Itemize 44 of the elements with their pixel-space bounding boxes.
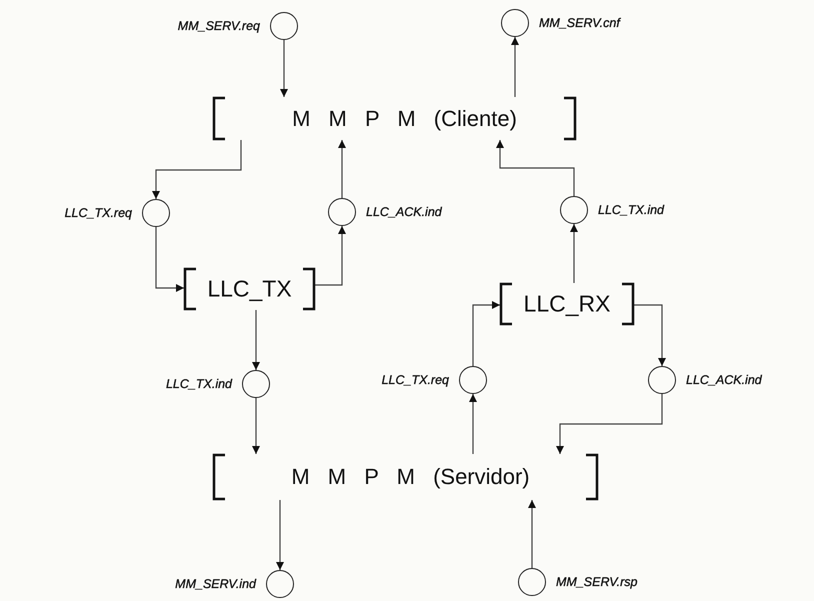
process-label: LLC_TX	[206, 276, 293, 302]
signal-label: LLC_TX.ind	[598, 203, 664, 217]
signal-label: LLC_ACK.ind	[686, 373, 762, 387]
arrow	[155, 227, 184, 292]
process-label: M M P M (Cliente)	[291, 106, 518, 132]
circle-node	[518, 568, 546, 596]
bracket-node	[184, 268, 315, 310]
circle-node	[270, 12, 298, 40]
circle-node	[459, 366, 487, 394]
arrow	[472, 301, 500, 366]
signal-label: LLC_TX.req	[382, 373, 449, 387]
signal-label: MM_SERV.cnf	[539, 16, 620, 30]
bracket-node	[500, 283, 634, 325]
signal-label: MM_SERV.req	[178, 19, 260, 33]
signal-label: LLC_ACK.ind	[366, 205, 442, 219]
arrow	[556, 394, 663, 454]
arrow	[511, 37, 519, 97]
circle-node	[242, 370, 270, 398]
arrow	[570, 224, 578, 283]
process-label: LLC_RX	[522, 290, 612, 318]
circle-node	[501, 9, 529, 37]
arrow	[252, 310, 260, 370]
arrow	[280, 40, 288, 97]
arrow	[496, 140, 575, 196]
circle-node	[560, 196, 588, 224]
arrow	[315, 226, 346, 286]
bracket-node	[213, 97, 576, 140]
arrow	[634, 304, 666, 366]
arrow	[528, 500, 536, 568]
signal-label: MM_SERV.rsp	[556, 575, 638, 589]
signal-label: LLC_TX.req	[64, 206, 132, 220]
arrow	[276, 500, 284, 570]
circle-node	[142, 199, 170, 227]
circle-node	[328, 198, 356, 226]
arrow	[338, 140, 346, 198]
circle-node	[648, 366, 676, 394]
arrow	[469, 394, 477, 454]
arrow	[152, 140, 242, 199]
bracket-node	[213, 454, 598, 500]
process-label: M M P M (Servidor)	[290, 464, 531, 490]
signal-label: MM_SERV.ind	[175, 577, 256, 591]
arrow	[252, 398, 260, 454]
circle-node	[266, 570, 294, 598]
signal-label: LLC_TX.ind	[166, 377, 232, 391]
